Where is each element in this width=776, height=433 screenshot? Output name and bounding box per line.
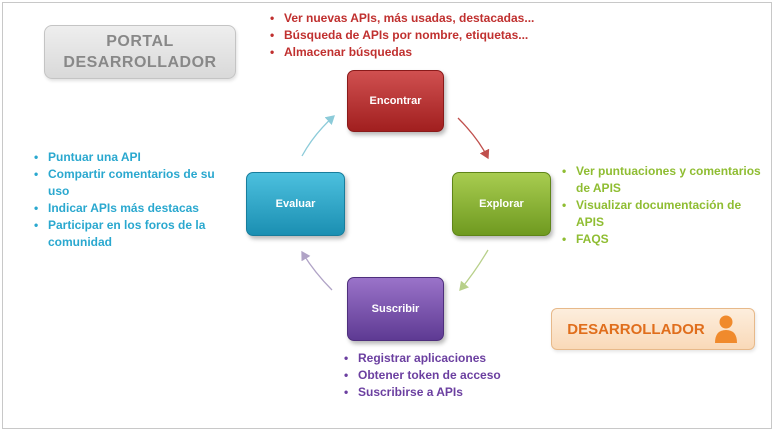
list-item: Visualizar documentación de APIS <box>560 197 770 231</box>
developer-badge: DESARROLLADOR <box>551 308 755 350</box>
arrow-find-to-explore <box>457 117 490 160</box>
step-evaluate: Evaluar <box>246 172 345 236</box>
step-subscribe-label: Suscribir <box>371 303 420 315</box>
list-item: Compartir comentarios de su uso <box>32 166 232 200</box>
arrow-evaluate-to-find <box>301 115 335 157</box>
step-find-label: Encontrar <box>369 95 422 107</box>
evaluate-actions-list: Puntuar una API Compartir comentarios de… <box>32 149 232 251</box>
step-explore: Explorar <box>452 172 551 236</box>
portal-title-line1: PORTAL <box>106 33 174 50</box>
portal-title: PORTAL DESARROLLADOR <box>44 25 236 79</box>
list-item: Indicar APIs más destacas <box>32 200 232 217</box>
arrow-explore-to-subscribe <box>459 249 489 291</box>
developer-label: DESARROLLADOR <box>567 320 705 338</box>
find-actions-list: Ver nuevas APIs, más usadas, destacadas.… <box>268 10 588 61</box>
step-explore-label: Explorar <box>479 198 524 210</box>
list-item: Participar en los foros de la comunidad <box>32 217 232 251</box>
list-item: Obtener token de acceso <box>342 367 562 384</box>
step-evaluate-label: Evaluar <box>275 198 316 210</box>
person-icon <box>714 315 737 343</box>
explore-actions-list: Ver puntuaciones y comentarios de APIS V… <box>560 163 770 248</box>
list-item: Suscribirse a APIs <box>342 384 562 401</box>
list-item: Búsqueda de APIs por nombre, etiquetas..… <box>268 27 588 44</box>
step-subscribe: Suscribir <box>347 277 444 341</box>
step-find: Encontrar <box>347 70 444 132</box>
list-item: Almacenar búsquedas <box>268 44 588 61</box>
list-item: Registrar aplicaciones <box>342 350 562 367</box>
list-item: Ver nuevas APIs, más usadas, destacadas.… <box>268 10 588 27</box>
list-item: FAQS <box>560 231 770 248</box>
subscribe-actions-list: Registrar aplicaciones Obtener token de … <box>342 350 562 401</box>
arrow-subscribe-to-evaluate <box>301 250 333 291</box>
portal-title-line2: DESARROLLADOR <box>63 54 217 71</box>
list-item: Puntuar una API <box>32 149 232 166</box>
list-item: Ver puntuaciones y comentarios de APIS <box>560 163 770 197</box>
